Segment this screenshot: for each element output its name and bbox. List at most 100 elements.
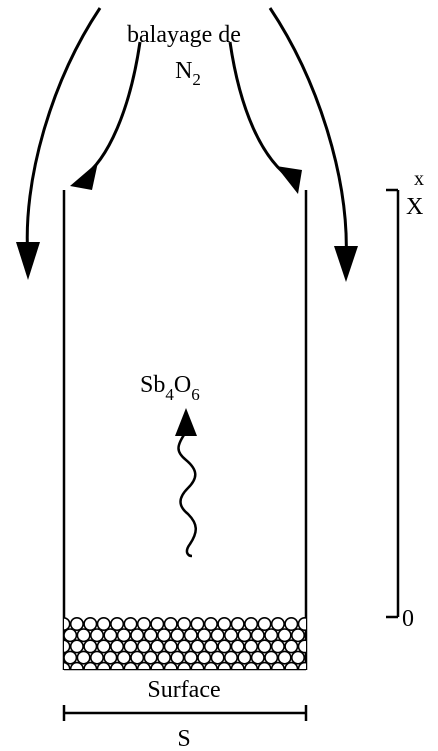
sb-symbol: Sb — [140, 372, 165, 398]
particle — [130, 628, 145, 643]
particle — [123, 639, 138, 654]
particle — [203, 639, 218, 654]
particle — [250, 650, 265, 665]
particle-bed — [64, 617, 306, 669]
particle — [183, 628, 198, 643]
particle — [304, 630, 306, 640]
particle — [224, 628, 239, 643]
particle — [83, 617, 98, 631]
particle — [257, 639, 272, 654]
particle — [143, 650, 158, 665]
surface-label: Surface — [147, 677, 220, 703]
particle — [64, 661, 71, 669]
particle — [277, 650, 292, 665]
flow-arrowheads — [16, 162, 358, 282]
particle — [96, 639, 111, 654]
particle — [136, 617, 151, 631]
diffusion-arrowhead — [175, 408, 197, 436]
particle — [257, 617, 272, 631]
particle — [230, 639, 245, 654]
n-subscript: 2 — [192, 70, 201, 89]
particle — [64, 650, 78, 665]
particle — [130, 650, 145, 665]
particle — [76, 628, 91, 643]
right-inner-flow-arrow — [228, 41, 294, 182]
particle — [136, 639, 151, 654]
particle — [277, 628, 292, 643]
particle — [290, 628, 305, 643]
particle — [270, 617, 285, 631]
particle — [210, 628, 225, 643]
particle — [163, 617, 178, 631]
axis-label-X: X — [406, 194, 423, 220]
particle — [230, 661, 245, 669]
particle — [203, 617, 218, 631]
particle — [297, 639, 306, 654]
left-inner-flow-arrow — [81, 41, 142, 180]
particle — [284, 617, 299, 631]
particle — [150, 639, 165, 654]
particle — [264, 650, 279, 665]
particle — [210, 650, 225, 665]
right-inner-arrowhead — [276, 166, 302, 194]
particle — [123, 617, 138, 631]
particle — [150, 661, 165, 669]
particle — [304, 653, 306, 663]
particle — [116, 628, 131, 643]
sb-subscript: 4 — [165, 385, 174, 404]
particle — [64, 617, 71, 631]
particle — [103, 628, 118, 643]
particle — [76, 650, 91, 665]
particle — [96, 617, 111, 631]
particle — [90, 650, 105, 665]
particle — [69, 639, 84, 654]
particle — [90, 628, 105, 643]
width-label: S — [177, 726, 190, 751]
right-outer-flow-arrow — [268, 7, 348, 263]
left-inner-arrowhead — [70, 162, 98, 190]
particle — [83, 661, 98, 669]
particle — [157, 628, 172, 643]
left-outer-flow-arrow — [25, 7, 102, 259]
particle — [237, 628, 252, 643]
particle — [270, 639, 285, 654]
particle — [163, 639, 178, 654]
particle — [297, 661, 306, 669]
axis-label-x: x — [414, 168, 424, 190]
right-outer-arrowhead — [334, 246, 358, 282]
particle — [224, 650, 239, 665]
particle — [110, 617, 125, 631]
o-symbol: O — [174, 372, 191, 398]
particle — [270, 661, 285, 669]
flow-label-line1: balayage de — [127, 22, 241, 48]
wavy-diffusion-arrow — [177, 431, 197, 558]
particle — [217, 639, 232, 654]
n-symbol: N — [175, 58, 192, 84]
particle — [177, 661, 192, 669]
particle — [177, 617, 192, 631]
particle — [203, 661, 218, 669]
particle — [110, 661, 125, 669]
particle — [110, 639, 125, 654]
particle — [157, 650, 172, 665]
height-axis — [386, 188, 400, 619]
particle — [244, 661, 259, 669]
particle — [217, 661, 232, 669]
particle — [150, 617, 165, 631]
particle — [136, 661, 151, 669]
particle — [96, 661, 111, 669]
particle — [297, 617, 306, 631]
species-label: Sb4O6 — [140, 372, 200, 404]
particle — [237, 650, 252, 665]
particle — [123, 661, 138, 669]
particle — [177, 639, 192, 654]
axis-label-zero: 0 — [402, 606, 414, 632]
particle — [183, 650, 198, 665]
particle — [264, 628, 279, 643]
particle — [290, 650, 305, 665]
particle — [64, 628, 78, 643]
left-outer-arrowhead — [16, 242, 40, 280]
particle — [170, 650, 185, 665]
particle — [244, 617, 259, 631]
